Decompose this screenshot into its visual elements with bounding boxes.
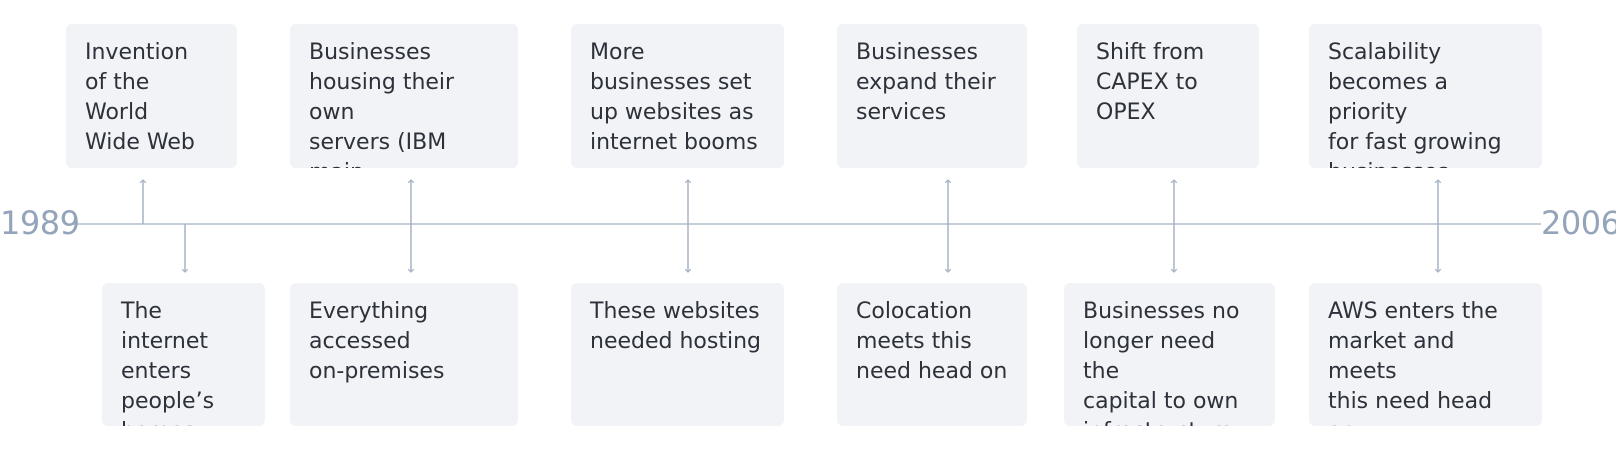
top-event-5: Shift from CAPEX to OPEX [1077,24,1259,168]
bottom-event-5: Businesses no longer need the capital to… [1064,283,1275,426]
end-year: 2006 [1541,204,1616,242]
top-event-2: Businesses housing their own servers (IB… [290,24,518,168]
bottom-event-2: Everything accessed on-premises [290,283,518,426]
bottom-event-3: These websites needed hosting [571,283,784,426]
bottom-event-4: Colocation meets this need head on [837,283,1027,426]
top-event-1: Invention of the World Wide Web [66,24,237,168]
top-event-6: Scalability becomes a priority for fast … [1309,24,1542,168]
start-year: 1989 [0,204,80,242]
top-event-4: Businesses expand their services [837,24,1027,168]
bottom-event-6: AWS enters the market and meets this nee… [1309,283,1542,426]
top-event-3: More businesses set up websites as inter… [571,24,784,168]
bottom-event-1: The internet enters people’s homes [102,283,265,426]
